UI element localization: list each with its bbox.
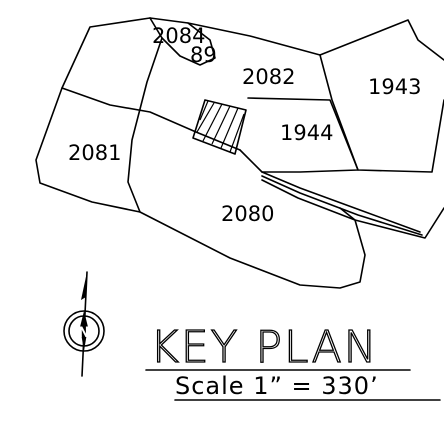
subject-parcel bbox=[192, 99, 247, 155]
parcel-label-2080: 2080 bbox=[221, 202, 274, 226]
parcel-label-1943: 1943 bbox=[368, 75, 421, 99]
parcel-label-1944: 1944 bbox=[280, 121, 333, 145]
north-arrow-head bbox=[81, 272, 87, 300]
road-centre-line bbox=[261, 175, 423, 236]
title-block: KEY PLAN Scale 1” = 330’ bbox=[145, 321, 441, 401]
parcel-boundaries bbox=[35, 17, 444, 289]
outer-north-west-boundary bbox=[35, 17, 366, 289]
parcel-1943-boundary bbox=[319, 54, 444, 173]
north-arrow-letter: N bbox=[78, 325, 90, 341]
key-plan-title: KEY PLAN bbox=[150, 322, 379, 373]
parcel-label-2081: 2081 bbox=[68, 141, 121, 165]
parcel-labels: 2084 89 2082 1943 1944 2081 2080 bbox=[68, 24, 421, 226]
parcel-label-2084: 2084 bbox=[152, 24, 205, 48]
road-north-edge bbox=[261, 171, 421, 233]
parcel-label-2082: 2082 bbox=[242, 65, 295, 89]
north-arrow-needle bbox=[80, 311, 88, 351]
parcel-2082-west-line bbox=[127, 37, 163, 213]
north-arrow: N bbox=[63, 271, 105, 377]
parcel-label-89: 89 bbox=[190, 43, 217, 67]
parcel-2081-2082-divider bbox=[61, 87, 241, 151]
road-south-edge bbox=[261, 179, 444, 239]
scale-caption: Scale 1” = 330’ bbox=[175, 372, 379, 400]
